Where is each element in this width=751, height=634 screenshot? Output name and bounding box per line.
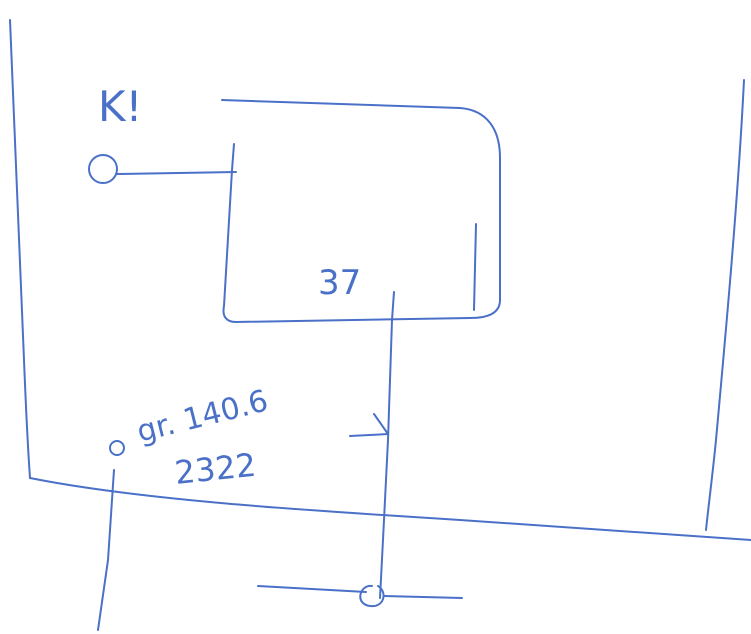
part-label-line1: gr. 140.6 [133,383,271,449]
bottom-lead-right [383,595,463,599]
part-terminal-circle [109,440,125,456]
enclosure-right-wall [705,79,745,531]
diode-mark [349,413,389,437]
part-lead [97,469,115,631]
enclosure-bottom-wall [29,477,751,541]
terminal-lead [116,171,237,175]
loop-inner-stub [473,223,477,311]
node-label: 37 [318,263,361,303]
part-label-line2: 2322 [173,446,258,492]
loop-outer [221,99,501,323]
terminal-label: K! [98,82,142,131]
bottom-terminal [359,584,385,608]
enclosure-left-wall [9,19,31,479]
terminal-circle [88,154,118,184]
bottom-lead-left [257,585,367,593]
node-lead [379,291,395,599]
